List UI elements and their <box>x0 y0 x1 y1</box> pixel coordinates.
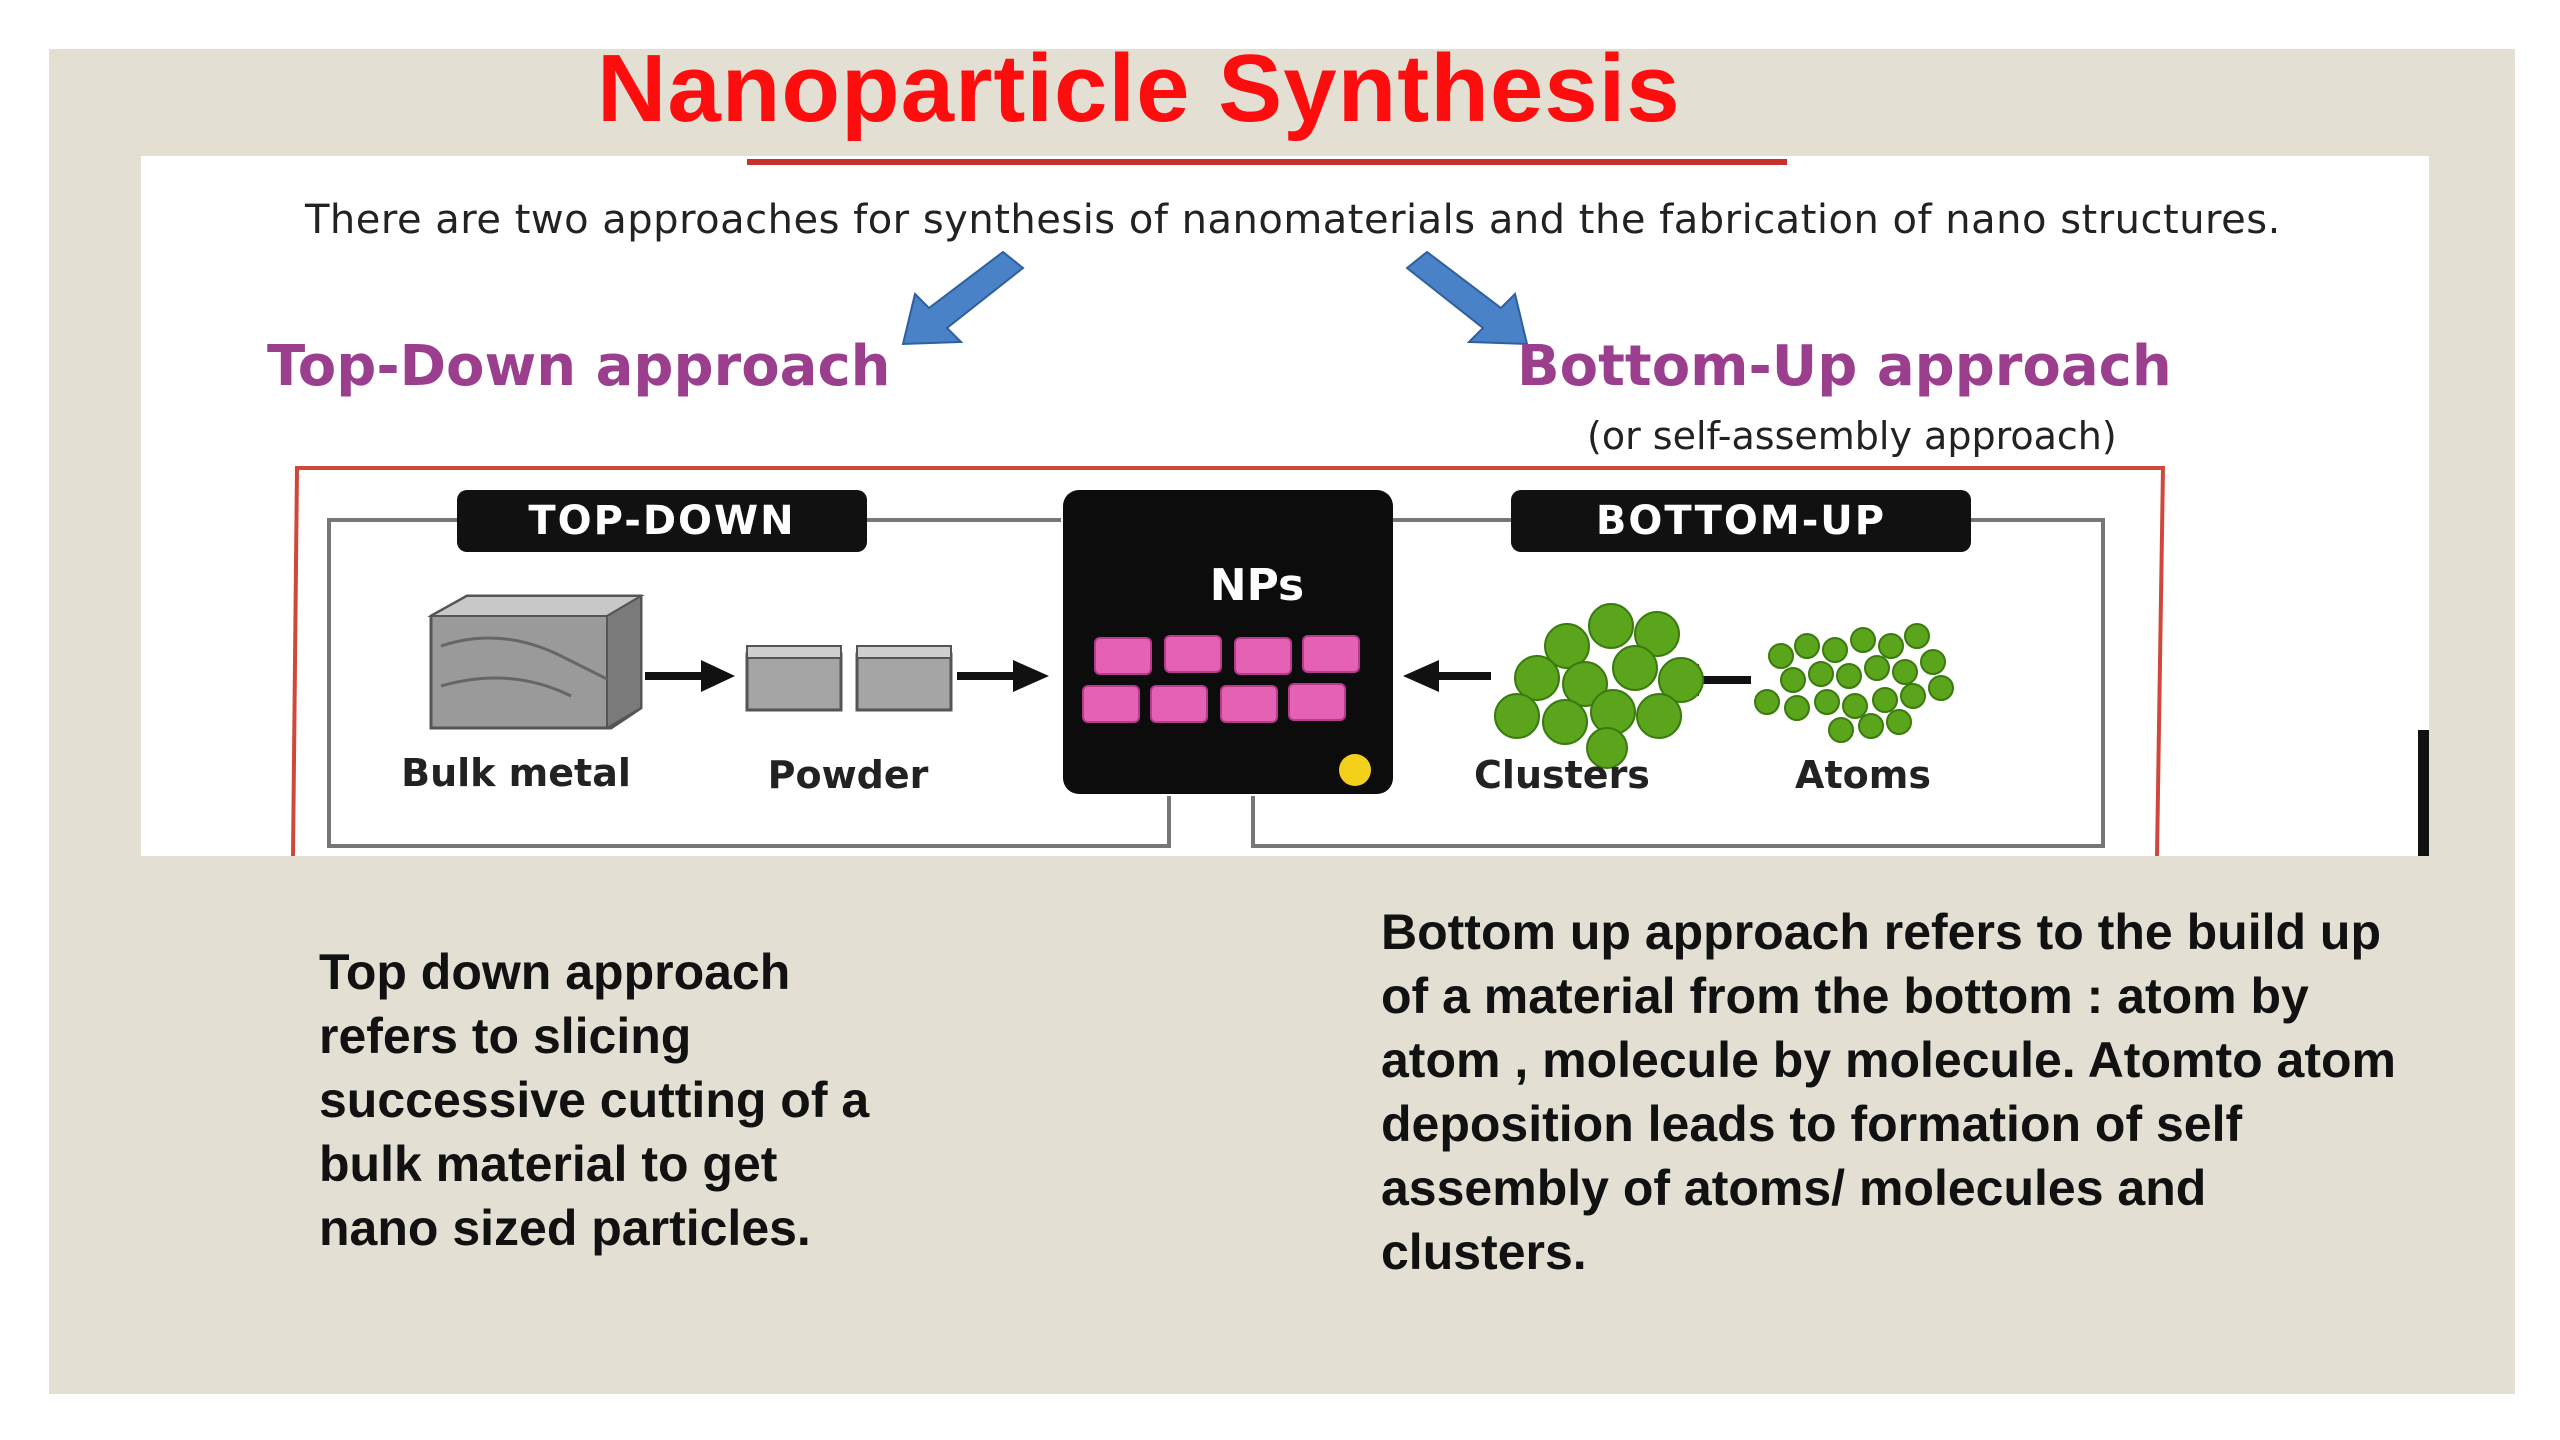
top-down-label: TOP-DOWN <box>528 498 795 544</box>
clusters-icon <box>1494 603 1704 769</box>
arrow-left-icon <box>901 250 1025 346</box>
nps-box <box>1063 490 1393 794</box>
arrow-right-powder-icon <box>957 660 1049 692</box>
atoms-icon <box>1754 623 1954 743</box>
powder-label: Powder <box>768 753 929 797</box>
powder-icon <box>745 645 953 712</box>
bottom-up-label: BOTTOM-UP <box>1596 498 1886 544</box>
arrow-right-icon <box>1405 250 1529 346</box>
top-down-description: Top down approach refers to slicing succ… <box>319 944 870 1256</box>
approaches-figure: There are two approaches for synthesis o… <box>141 156 2429 856</box>
figure-graphics: TOP-DOWN BOTTOM-UP NPs Bulk metal Powder… <box>291 159 2166 856</box>
page-title: Nanoparticle Synthesis <box>597 35 1681 142</box>
bottom-up-label-pill <box>1511 490 1971 552</box>
yellow-dot <box>1339 754 1371 786</box>
bulk-metal-icon <box>427 594 645 730</box>
bulk-metal-label: Bulk metal <box>401 751 631 795</box>
bottom-up-heading: Bottom-Up approach <box>1517 334 2172 399</box>
arrow-right-bulk-icon <box>645 660 735 692</box>
intro-text: There are two approaches for synthesis o… <box>305 197 2281 243</box>
bottom-up-subheading: (or self-assembly approach) <box>1587 414 2117 458</box>
clusters-label: Clusters <box>1474 753 1650 797</box>
nanoparticle-cubes-icon <box>1082 635 1360 723</box>
nps-label: NPs <box>1210 560 1305 611</box>
diagram-red-frame <box>291 466 2166 856</box>
bottom-up-description: Bottom up approach refers to the build u… <box>1381 904 2396 1280</box>
top-down-heading: Top-Down approach <box>267 334 891 399</box>
figure-edge-strip <box>2418 730 2429 856</box>
atoms-label: Atoms <box>1795 753 1931 797</box>
arrow-left-clusters-icon <box>1403 660 1491 692</box>
top-down-label-pill <box>457 490 867 552</box>
